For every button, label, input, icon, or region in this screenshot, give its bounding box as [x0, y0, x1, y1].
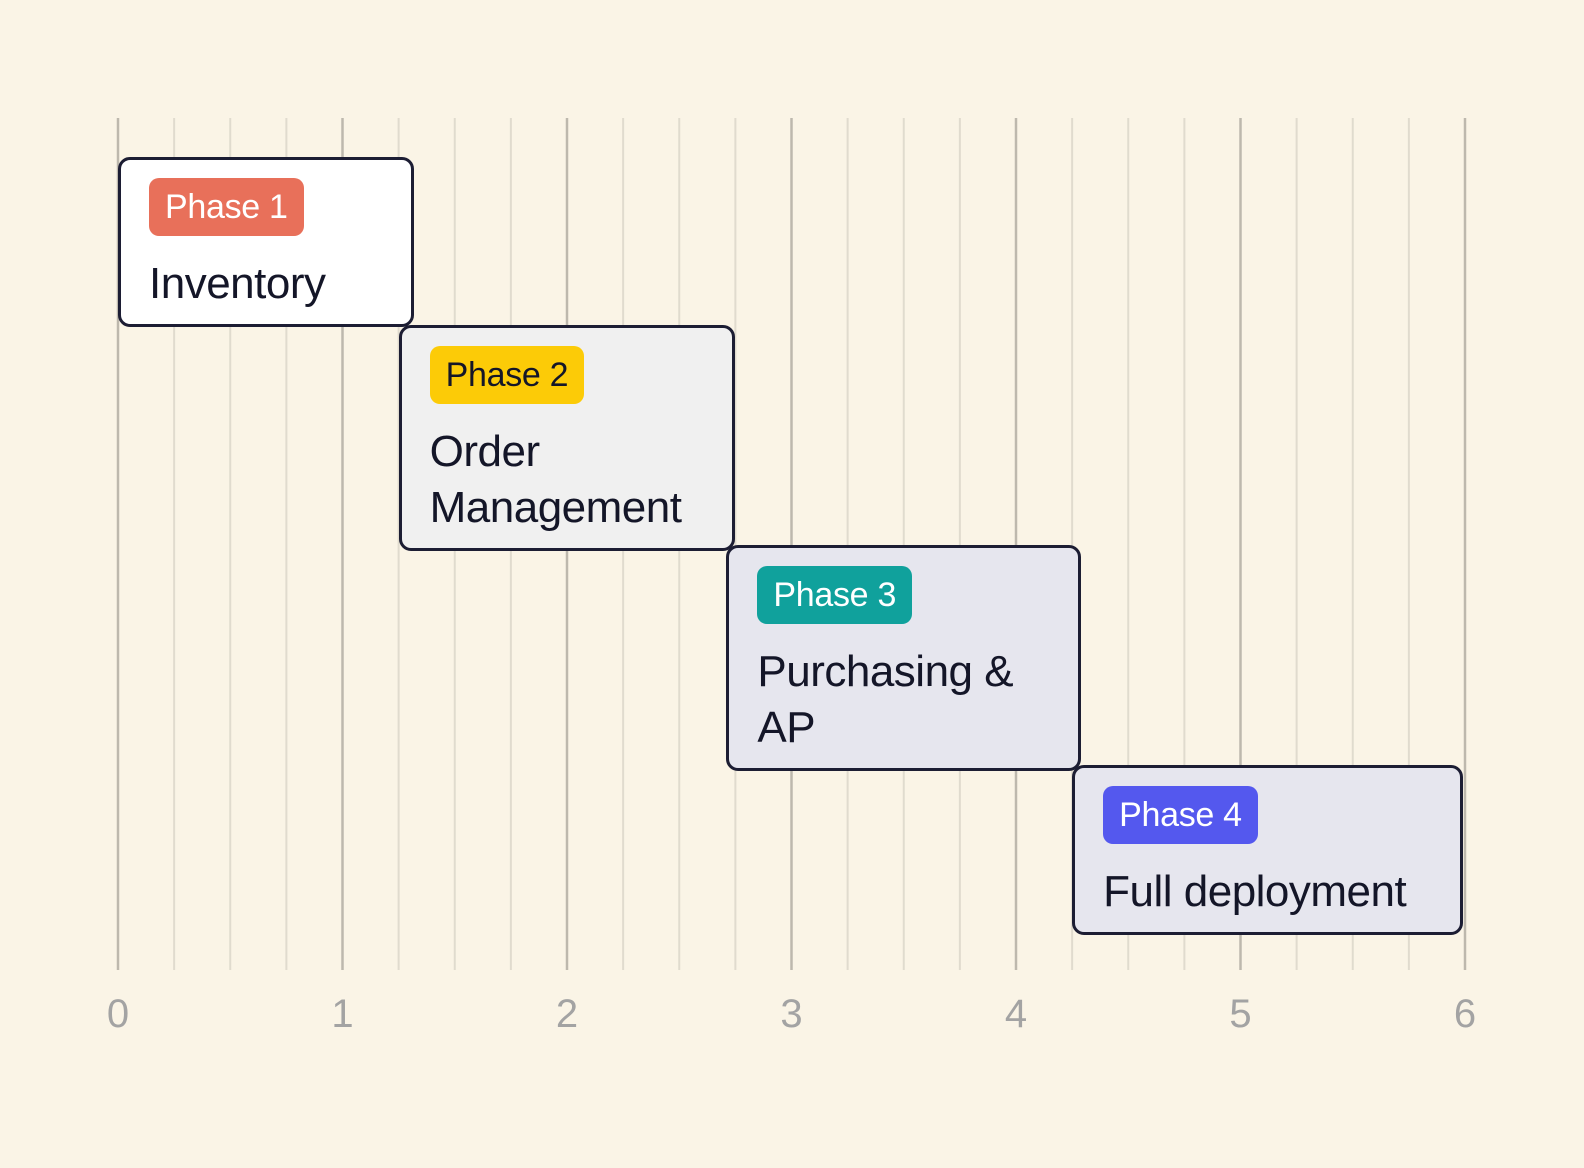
- phase-title: Purchasing & AP: [757, 647, 1014, 752]
- phase-badge: Phase 2: [429, 346, 585, 404]
- x-tick-label: 0: [106, 992, 130, 1036]
- phase-badge: Phase 4: [1103, 786, 1258, 844]
- x-tick-label: 2: [555, 992, 579, 1036]
- phase-card: Phase 4 Full deployment: [1072, 765, 1463, 935]
- phase-badge: Phase 1: [149, 178, 304, 236]
- phase-card: Phase 1 Inventory: [118, 157, 415, 327]
- phase-title: Full deployment: [1103, 867, 1407, 916]
- x-tick-label: 4: [1004, 992, 1028, 1036]
- phase-badge: Phase 3: [757, 566, 913, 624]
- x-tick-label: 1: [331, 992, 354, 1036]
- x-tick-label: 6: [1453, 992, 1477, 1036]
- x-tick-label: 3: [780, 992, 803, 1036]
- phase-title: Inventory: [149, 259, 326, 308]
- x-tick-label: 5: [1229, 992, 1252, 1036]
- phase-card: Phase 3 Purchasing & AP: [726, 545, 1082, 771]
- phase-title: Order Management: [429, 427, 682, 532]
- phase-card: Phase 2 Order Management: [398, 325, 736, 551]
